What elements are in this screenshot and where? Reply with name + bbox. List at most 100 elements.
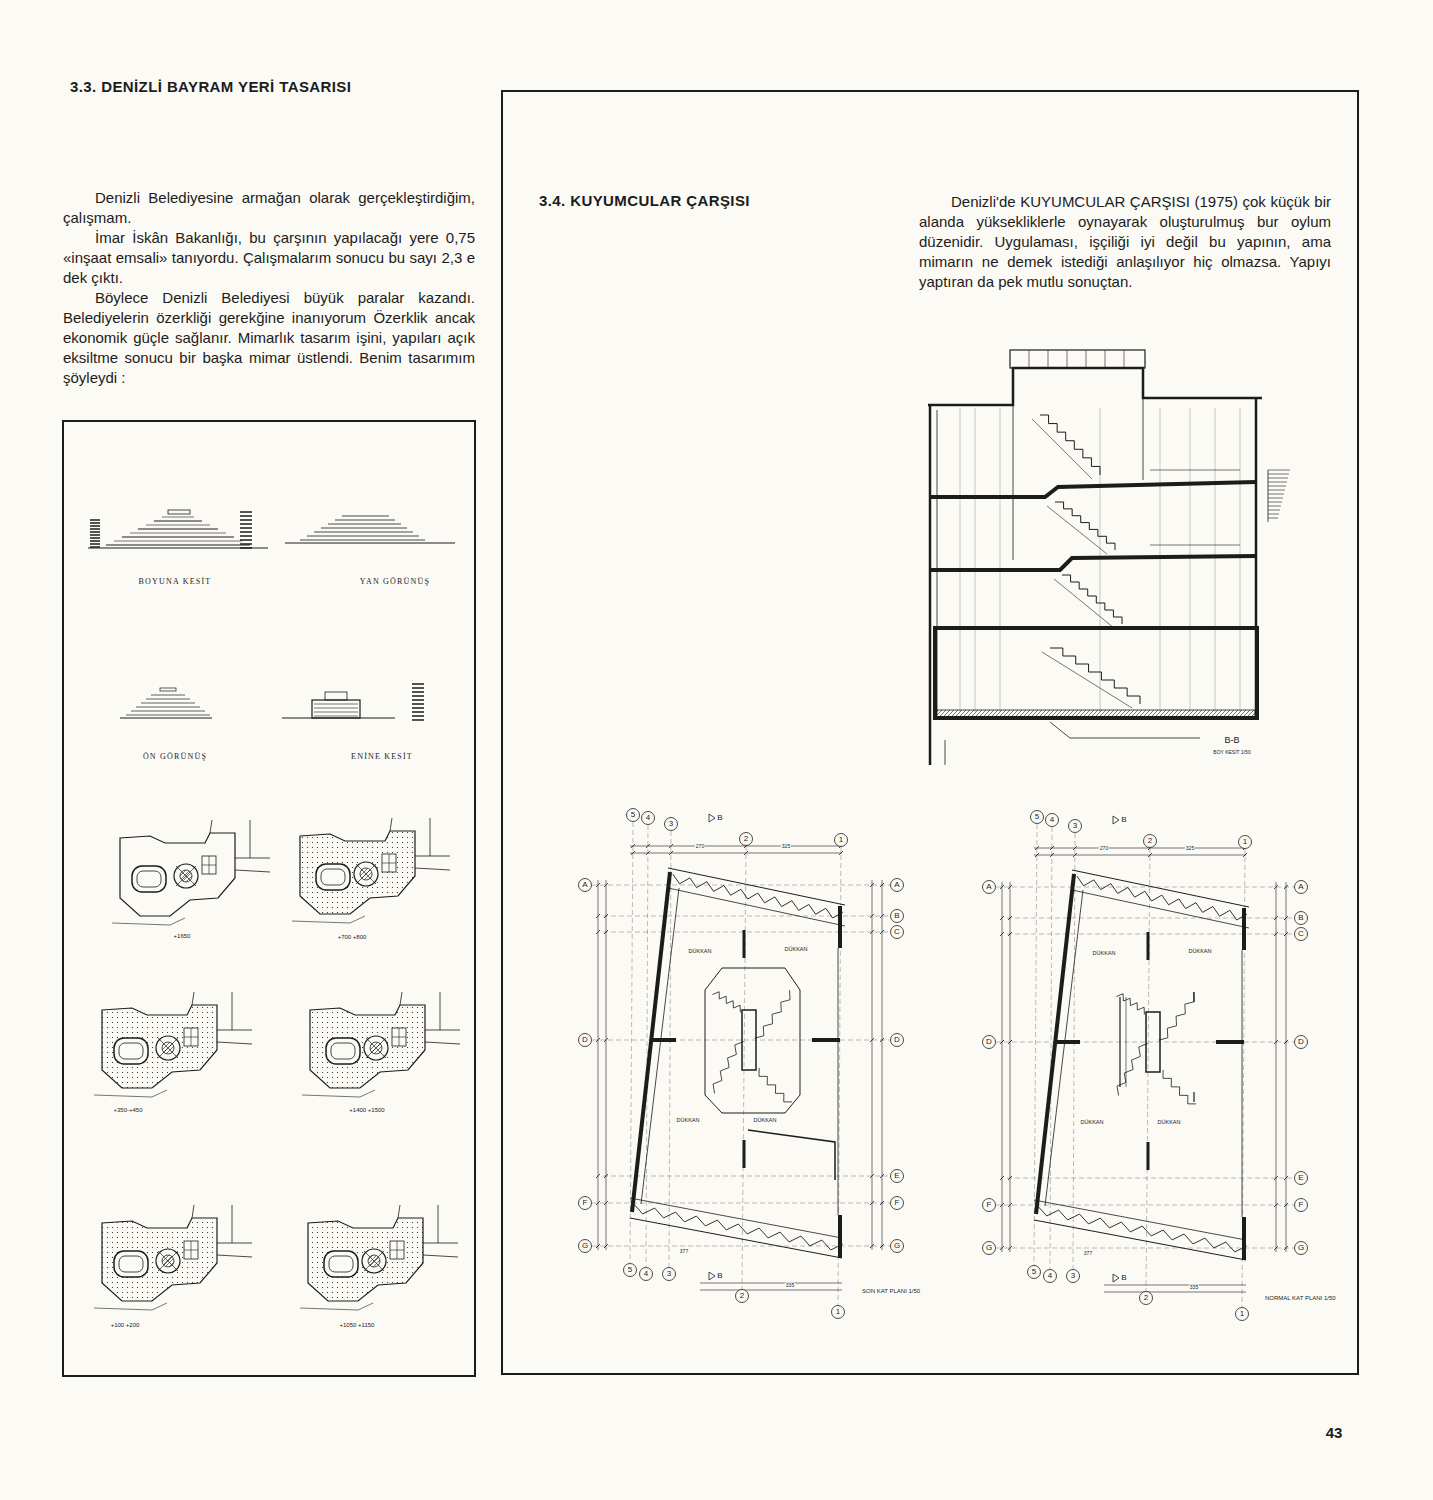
line-work: [240, 511, 252, 513]
line-work: [1268, 514, 1279, 515]
line-work: [217, 1243, 252, 1244]
line-work: [235, 858, 270, 859]
grid-bubble: [983, 1036, 996, 1049]
line-work: [1274, 1246, 1278, 1250]
line-work: [1124, 350, 1125, 368]
grid-axis-label: A: [582, 881, 587, 889]
section-heading: 3.3. DENİZLİ BAYRAM YERİ TASARISI: [70, 78, 351, 95]
line-work: [425, 1042, 460, 1044]
line-work: [240, 527, 252, 529]
drawing-label: DÜKKAN: [1157, 1120, 1182, 1126]
stadium-shape: [324, 1251, 358, 1277]
grid-bubble: [627, 809, 640, 822]
line-work: [631, 844, 635, 848]
drawing-label: DÜKKAN: [1092, 951, 1117, 957]
line-work: [364, 1251, 384, 1271]
line-work: [146, 699, 190, 700]
drawing-label: BOY KESİT 1/50: [1213, 750, 1250, 755]
line-work: [1008, 1246, 1012, 1250]
line-work: [1147, 1142, 1150, 1170]
line-work: [870, 1174, 874, 1178]
grid-bubble: [640, 1268, 653, 1281]
line-work: [673, 874, 843, 918]
line-work: [184, 1037, 198, 1038]
grid-axis-label: 2: [740, 1292, 744, 1300]
line-work: [1000, 1176, 1004, 1180]
grid-bubble: [891, 1197, 904, 1210]
site-outline: [300, 831, 415, 914]
line-work: [812, 1038, 840, 1042]
grid-axis-label: D: [1298, 1038, 1304, 1046]
line-work: [1242, 1217, 1246, 1260]
line-work: [880, 914, 884, 918]
line-work: [158, 1038, 178, 1058]
line-work: [1034, 855, 1246, 856]
site-plan: [302, 992, 460, 1097]
line-work: [596, 1174, 600, 1178]
line-work: [1077, 876, 1247, 920]
line-work: [1274, 916, 1278, 920]
line-work: [94, 1090, 167, 1097]
grid-bubble: [1067, 1270, 1080, 1283]
line-work: [630, 1218, 842, 1258]
site-outline: [102, 1218, 217, 1301]
line-work: [1150, 545, 1240, 546]
line-work: [1268, 498, 1283, 499]
drawing-label: 377: [679, 1249, 689, 1254]
grid-bubble: [1295, 912, 1308, 925]
site-outline: [310, 1005, 425, 1088]
line-work: [162, 517, 194, 518]
line-work: [604, 1201, 608, 1205]
grid-bubble: [835, 834, 848, 847]
line-work: [412, 695, 424, 697]
line-work: [1008, 1176, 1012, 1180]
grid-axis-label: 5: [628, 1266, 632, 1274]
line-work: [1072, 870, 1249, 907]
grid-axis-label: 3: [667, 1270, 671, 1278]
line-work: [630, 853, 842, 854]
line-work: [596, 930, 600, 934]
line-work: [392, 1037, 406, 1038]
line-work: [1032, 419, 1092, 479]
basement-box: [935, 628, 1257, 718]
line-work: [1048, 350, 1049, 368]
line-work: [90, 543, 100, 545]
grid-bubble: [1069, 820, 1082, 833]
grid-axis-label: 3: [1073, 822, 1077, 830]
line-work: [412, 683, 424, 685]
line-work: [1242, 849, 1245, 1307]
line-work: [870, 930, 874, 934]
grid-axis-label: F: [895, 1199, 900, 1207]
grid-axis-label: E: [894, 1172, 899, 1180]
drawing-label: 325: [781, 844, 791, 849]
line-work: [759, 1068, 792, 1102]
line-work: [1163, 1070, 1196, 1104]
body-text: Denizli Belediyesine armağan olarak gerç…: [63, 188, 475, 388]
drawing-label: BOYUNA KESİT: [139, 578, 212, 586]
grid-axis-label: D: [582, 1036, 588, 1044]
line-work: [141, 703, 195, 704]
stair-core: [742, 1010, 756, 1070]
grid-bubble: [832, 1306, 845, 1319]
line-work: [390, 818, 392, 831]
drawing-label: DÜKKAN: [784, 947, 809, 953]
grid-axis-label: F: [583, 1199, 588, 1207]
line-work: [136, 707, 200, 708]
line-work: [398, 1205, 400, 1218]
line-work: [1117, 1043, 1148, 1095]
line-work: [1008, 1040, 1012, 1044]
line-work: [592, 1040, 890, 1041]
line-work: [630, 1198, 842, 1238]
line-work: [1062, 575, 1122, 624]
line-work: [870, 883, 874, 887]
grid-bubble: [983, 1199, 996, 1212]
floor-plan: [996, 824, 1294, 1307]
line-work: [604, 883, 608, 887]
line-work: [90, 528, 100, 530]
line-work: [713, 1041, 744, 1093]
line-work: [880, 1174, 884, 1178]
line-work: [217, 1255, 252, 1257]
line-work: [217, 1042, 252, 1044]
line-work: [1160, 408, 1161, 712]
grid-axis-label: F: [987, 1201, 992, 1209]
